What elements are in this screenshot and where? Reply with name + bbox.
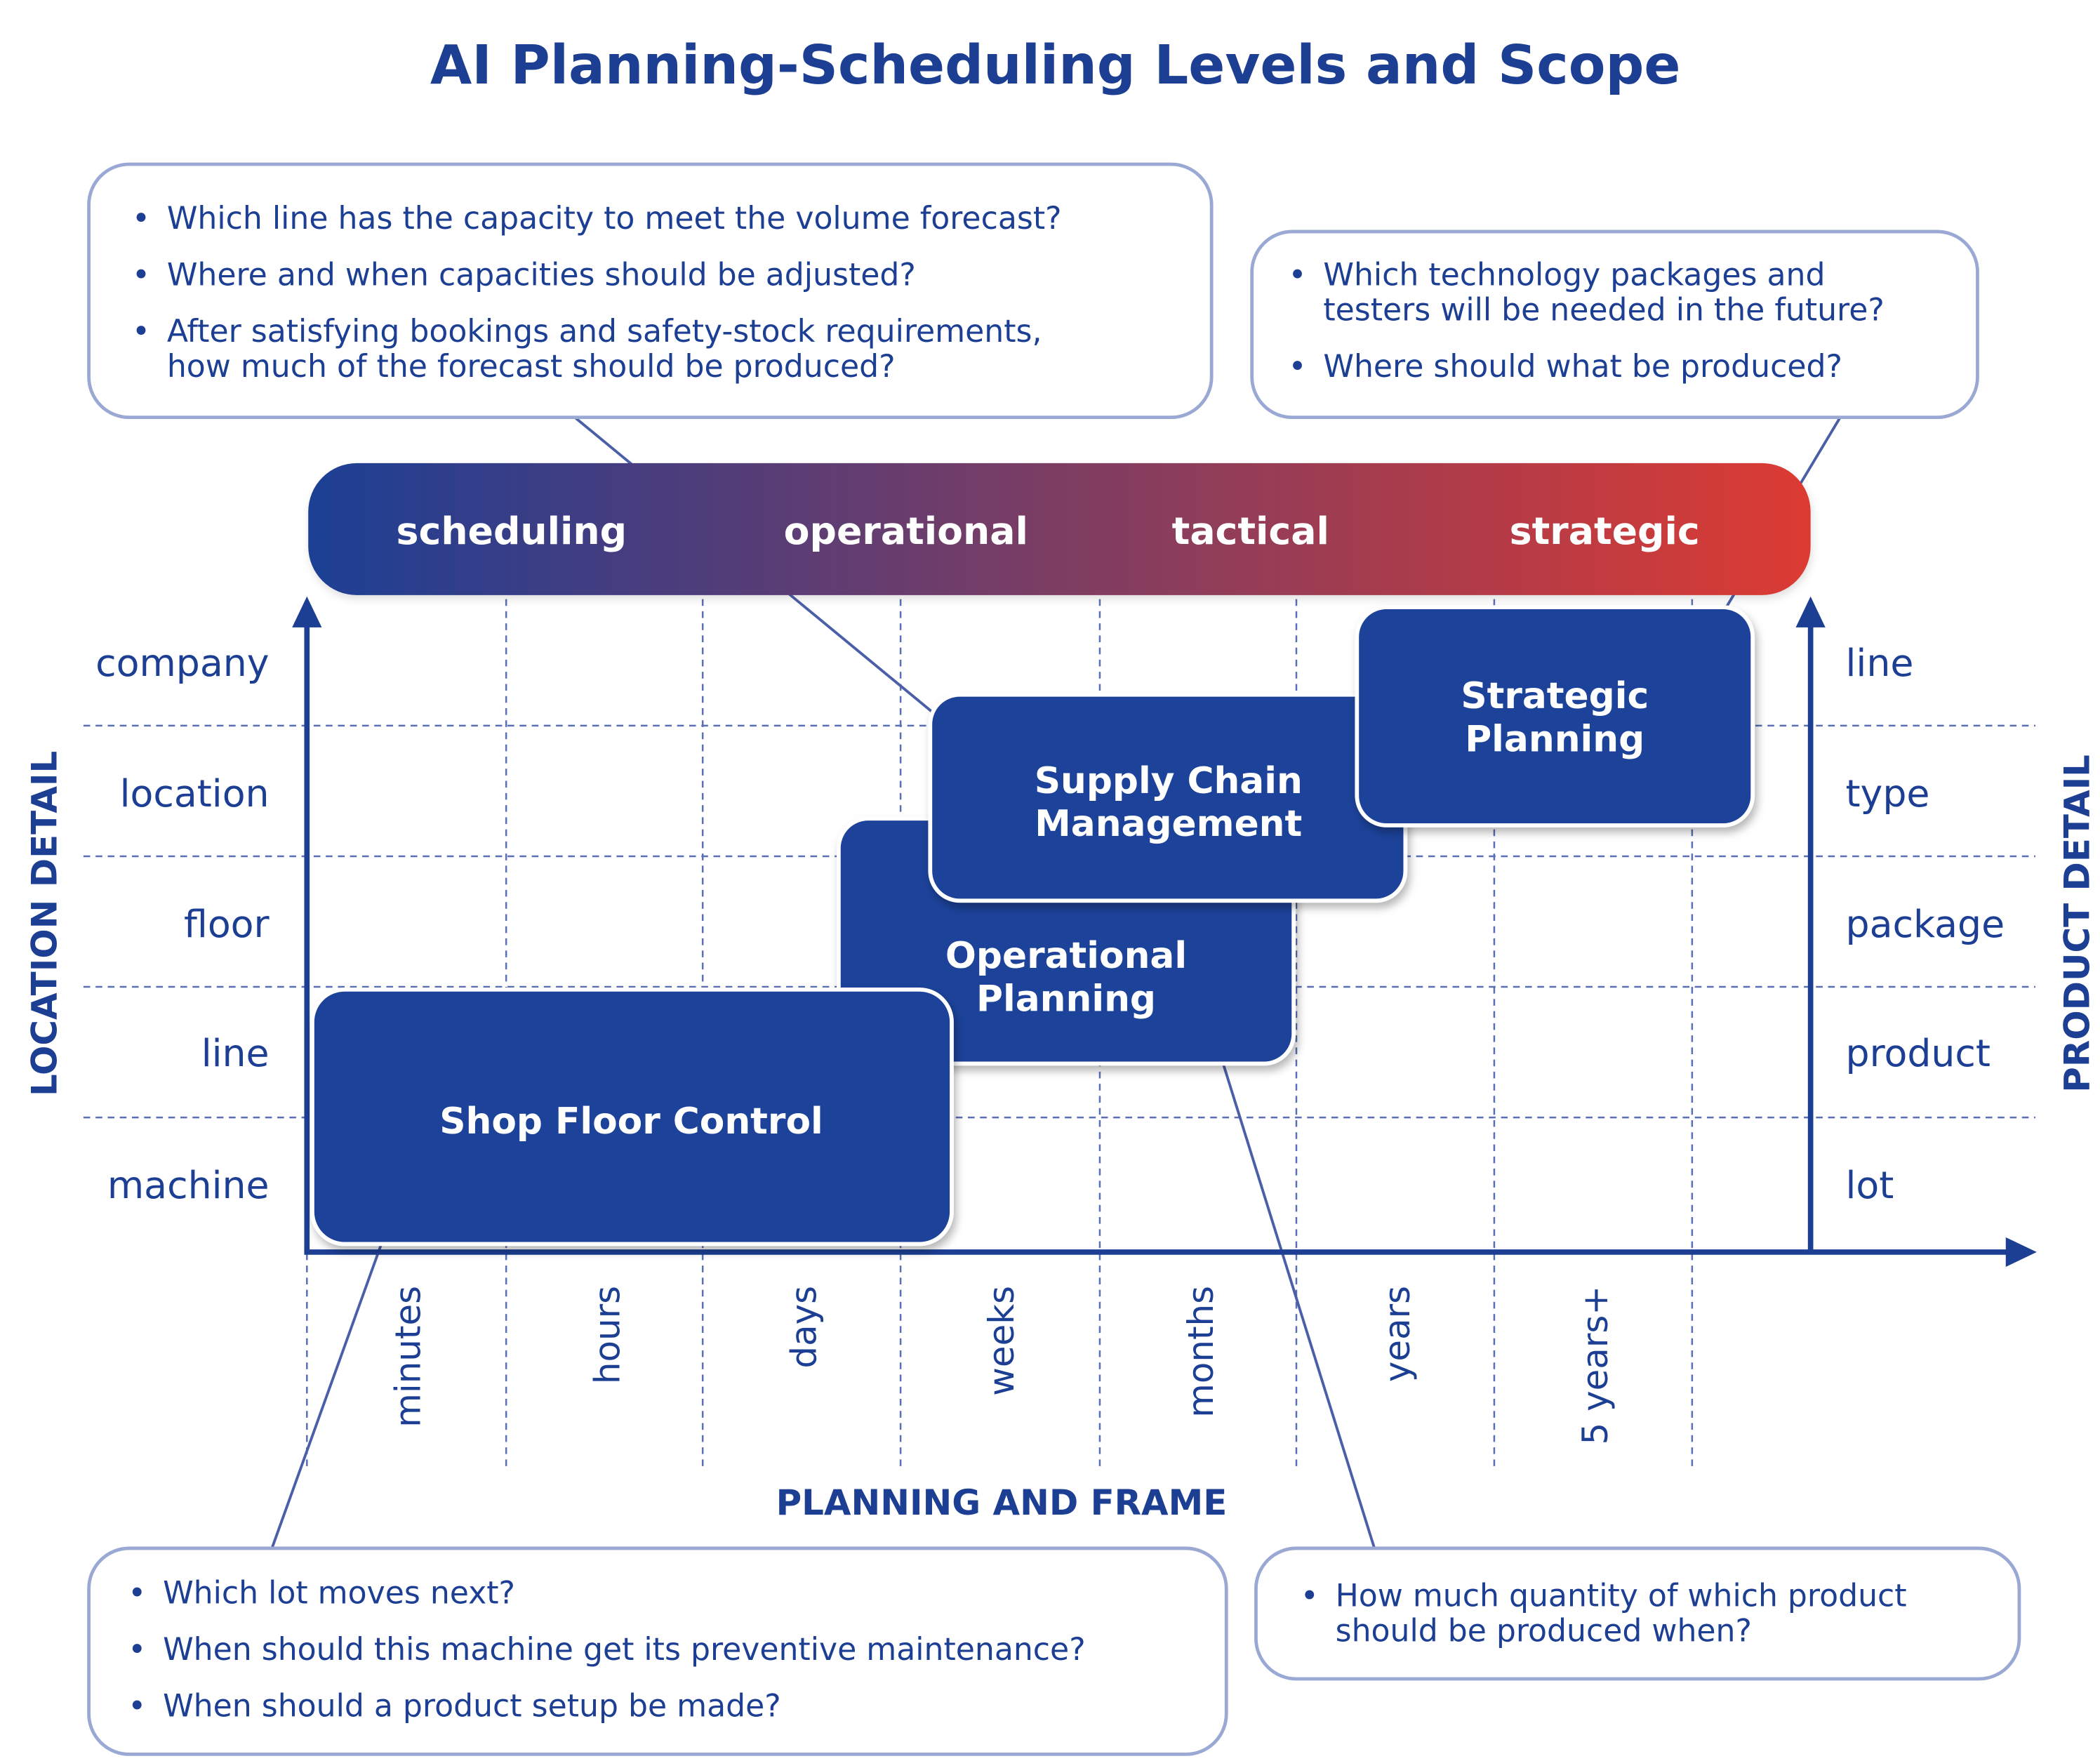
time-label-hours: hours xyxy=(587,1286,627,1384)
callout-top-left-q2: Where and when capacities should be adju… xyxy=(167,258,916,293)
product-detail-labels: line type package product lot xyxy=(1846,641,2005,1207)
time-label-years: years xyxy=(1377,1286,1418,1382)
strategic-planning-label-2: Planning xyxy=(1465,718,1644,760)
callout-bottom-right-q1-line1: How much quantity of which product xyxy=(1336,1578,1907,1614)
supply-chain-label-1: Supply Chain xyxy=(1035,760,1303,802)
strategic-planning-box: Strategic Planning xyxy=(1355,605,1755,828)
callout-bottom-left: • Which lot moves next? • When should th… xyxy=(87,1546,1228,1756)
level-bar xyxy=(308,463,1811,595)
location-label-floor: floor xyxy=(184,902,270,946)
operational-planning-label-1: Operational xyxy=(945,935,1187,977)
product-label-type: type xyxy=(1846,771,1930,816)
location-label-location: location xyxy=(120,771,270,816)
level-operational: operational xyxy=(784,509,1028,553)
location-label-machine: machine xyxy=(107,1163,270,1207)
operational-planning-label-2: Planning xyxy=(976,978,1156,1021)
time-axis-title: PLANNING AND FRAME xyxy=(776,1482,1228,1523)
callout-top-right-bullet-2: • xyxy=(1288,349,1306,385)
callout-top-left-bullet-2: • xyxy=(132,258,150,293)
callout-top-left: • Which line has the capacity to meet th… xyxy=(87,162,1214,420)
callout-top-left-bullet-1: • xyxy=(132,201,150,237)
level-strategic: strategic xyxy=(1510,509,1700,553)
level-scheduling: scheduling xyxy=(397,509,627,553)
callout-bottom-left-bullet-3: • xyxy=(128,1689,146,1725)
location-detail-labels: company location floor line machine xyxy=(95,641,270,1207)
callout-top-left-bullet-3: • xyxy=(132,314,150,350)
callout-bottom-left-bullet-1: • xyxy=(128,1576,146,1612)
callout-top-right-q1-line1: Which technology packages and xyxy=(1323,258,1825,293)
callout-bottom-left-q3: When should a product setup be made? xyxy=(163,1689,781,1725)
callout-top-right-q2: Where should what be produced? xyxy=(1323,349,1842,385)
callout-top-left-q1: Which line has the capacity to meet the … xyxy=(167,201,1062,237)
strategic-planning-label-1: Strategic xyxy=(1461,675,1649,717)
callout-bottom-right-q1-line2: should be produced when? xyxy=(1336,1613,1752,1649)
diagram-title: AI Planning-Scheduling Levels and Scope xyxy=(430,34,1681,97)
supply-chain-management-box: Supply Chain Management xyxy=(928,692,1408,903)
time-label-days: days xyxy=(783,1286,824,1369)
supply-chain-label-2: Management xyxy=(1035,803,1302,845)
callout-bottom-right-bullet-1: • xyxy=(1301,1578,1319,1614)
callout-top-left-q3-line1: After satisfying bookings and safety-sto… xyxy=(167,314,1042,350)
time-label-months: months xyxy=(1181,1286,1221,1418)
time-label-weeks: weeks xyxy=(981,1286,1022,1396)
location-label-company: company xyxy=(95,641,269,685)
callout-bottom-right: • How much quantity of which product sho… xyxy=(1254,1546,2021,1681)
axes xyxy=(292,596,2037,1268)
callout-bottom-left-q2: When should this machine get its prevent… xyxy=(163,1632,1086,1668)
time-label-5-years-plus: 5 years+ xyxy=(1575,1286,1616,1445)
shop-floor-control-box: Shop Floor Control xyxy=(310,987,954,1247)
product-detail-title: PRODUCT DETAIL xyxy=(2057,755,2098,1093)
product-label-lot: lot xyxy=(1846,1163,1894,1207)
callout-top-right-bullet-1: • xyxy=(1288,258,1306,293)
location-detail-title: LOCATION DETAIL xyxy=(25,751,65,1096)
callout-top-right-q1-line2: testers will be needed in the future? xyxy=(1323,293,1884,328)
callout-bottom-left-bullet-2: • xyxy=(128,1632,146,1668)
callout-bottom-left-q1: Which lot moves next? xyxy=(163,1576,515,1612)
product-label-line: line xyxy=(1846,641,1914,685)
time-axis-labels: minutes hours days weeks months years 5 … xyxy=(387,1286,1616,1445)
location-label-line: line xyxy=(201,1031,270,1075)
callout-top-left-q3-line2: how much of the forecast should be produ… xyxy=(167,349,896,385)
product-label-product: product xyxy=(1846,1031,1991,1075)
shop-floor-control-label: Shop Floor Control xyxy=(439,1101,823,1143)
time-label-minutes: minutes xyxy=(387,1286,428,1428)
callout-top-right: • Which technology packages and testers … xyxy=(1250,230,1979,420)
level-tactical: tactical xyxy=(1172,509,1329,553)
product-label-package: package xyxy=(1846,902,2005,946)
